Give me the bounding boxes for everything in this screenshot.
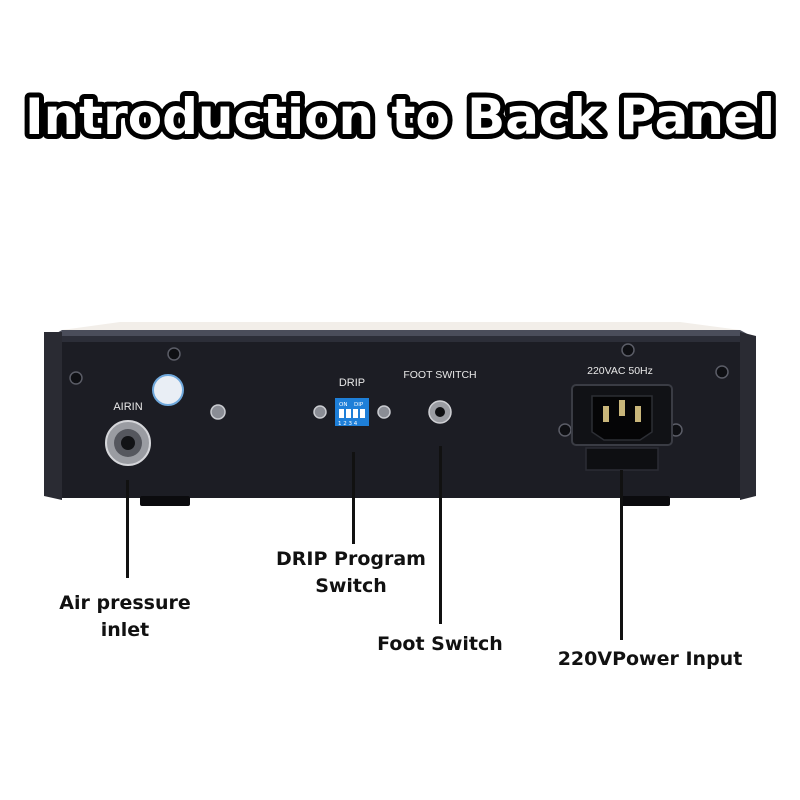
silver-screw-icon	[313, 405, 327, 419]
foot-switch-jack-icon	[428, 400, 452, 424]
dip-dip-label: DIP	[354, 402, 364, 408]
air-pressure-inlet-callout: Air pressure inlet	[20, 590, 230, 644]
left-side-flange	[44, 332, 62, 500]
drip-program-switch-callout: DRIP Program Switch	[236, 546, 466, 600]
drip-panel-label: DRIP	[339, 377, 365, 389]
foot-switch-panel-label: FOOT SWITCH	[403, 369, 476, 381]
callout-line: inlet	[100, 619, 150, 641]
title-outline: Introduction to Back Panel	[25, 88, 775, 146]
power-input-callout: 220VPower Input	[530, 646, 770, 673]
power-socket-icon	[571, 384, 673, 471]
power-panel-label: 220VAC 50Hz	[587, 365, 653, 377]
power-pointer-line	[620, 470, 623, 640]
air-in-panel-label: AIRIN	[113, 401, 142, 413]
air-inlet-fitting-icon	[105, 420, 151, 466]
silver-screw-icon	[377, 405, 391, 419]
dip-on-label: ON	[339, 402, 347, 408]
screw-icon	[715, 365, 729, 379]
calibration-sticker-icon	[152, 374, 184, 406]
dip-numbers-label: 1 2 3 4	[338, 421, 358, 427]
page-title: Introduction to Back Panel Introduction …	[0, 78, 800, 158]
foot-left	[140, 496, 190, 506]
callout-line: Switch	[315, 575, 387, 597]
callout-line: Foot Switch	[377, 633, 503, 655]
title-text: Introduction to Back Panel	[25, 88, 775, 146]
screw-icon	[167, 347, 181, 361]
device-back-panel: AIRIN DRIP ON DIP 1 2 3 4 FOOT SWITCH 22…	[0, 300, 800, 520]
callout-line: 220VPower Input	[557, 648, 743, 670]
dip-switch: ON DIP 1 2 3 4	[335, 398, 369, 427]
screw-icon	[558, 423, 572, 437]
silver-screw-icon	[210, 404, 226, 420]
right-side-flange	[740, 332, 756, 500]
foot-switch-callout: Foot Switch	[360, 631, 520, 658]
callout-line: DRIP Program	[276, 548, 426, 570]
screw-icon	[69, 371, 83, 385]
title-graphic: Introduction to Back Panel Introduction …	[20, 83, 780, 151]
screw-icon	[621, 343, 635, 357]
callout-line: Air pressure	[59, 592, 191, 614]
air-pointer-line	[126, 480, 129, 578]
foot-right	[620, 496, 670, 506]
drip-pointer-line	[352, 452, 355, 544]
foot-pointer-line	[439, 446, 442, 624]
fuse-holder	[585, 447, 659, 471]
